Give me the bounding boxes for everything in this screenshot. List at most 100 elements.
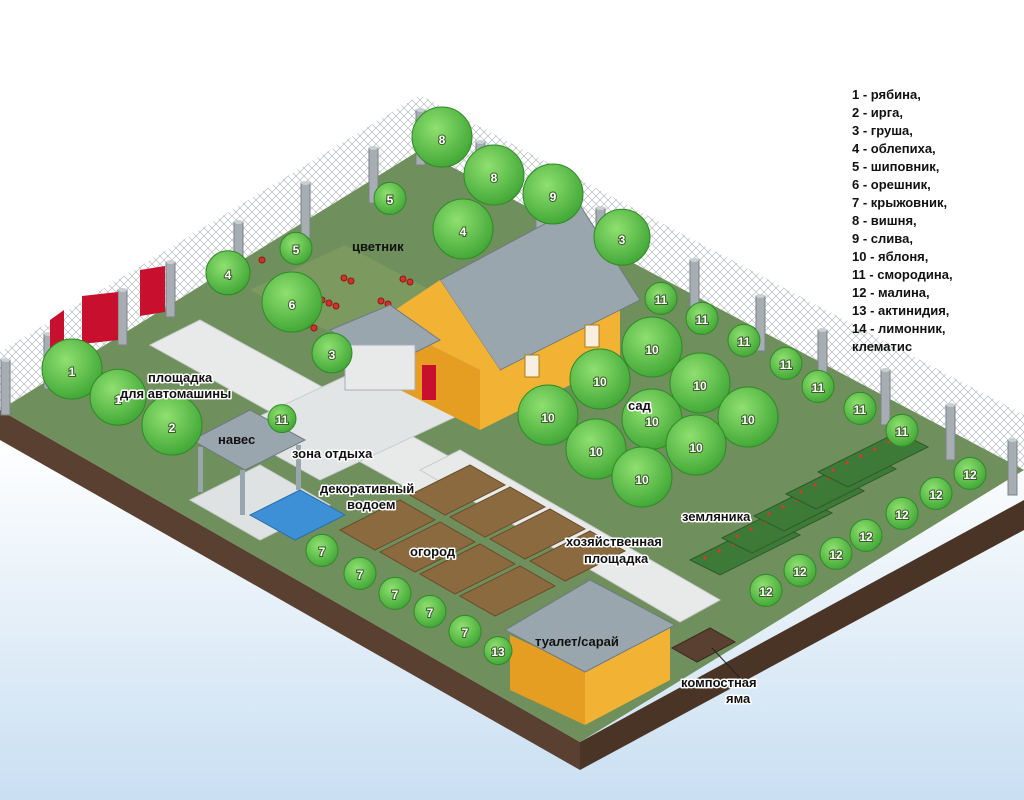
tree-crown [413, 594, 447, 628]
vegetable-bed [418, 543, 517, 595]
strawberry-dot [845, 461, 849, 465]
toilet-shed [503, 579, 677, 725]
canopy-post [198, 447, 203, 492]
tree: 2 [141, 394, 203, 456]
plant-number: 2 [169, 421, 176, 435]
plant-number: 12 [759, 585, 773, 599]
tree-crown [305, 533, 339, 567]
tree-crown [801, 369, 835, 403]
legend-item: 7 - крыжовник, [852, 195, 948, 210]
tree-crown [669, 352, 731, 414]
fence-post [1007, 439, 1018, 496]
fence-post-cap [818, 328, 827, 332]
fence-post [117, 289, 128, 346]
tree: 10 [665, 414, 727, 476]
tree-crown [565, 418, 627, 480]
legend-item: 9 - слива, [852, 231, 913, 246]
flower [258, 256, 266, 264]
tree-crown [432, 198, 494, 260]
legend-item: 1 - рябина, [852, 87, 921, 102]
tree-crown [522, 163, 584, 225]
tree-crown [343, 556, 377, 590]
compost-pointer-line [711, 647, 741, 679]
plant-number: 7 [319, 545, 326, 559]
ground-side-left [0, 410, 580, 770]
tree-crown [267, 404, 297, 434]
label-pond-line1: декоративный [320, 481, 414, 496]
label-flowerbed: цветник [352, 239, 404, 254]
decorative-pond [248, 489, 347, 541]
label-pond-line2: водоем [347, 497, 395, 512]
plant-number: 11 [276, 413, 289, 427]
strawberry-dot [767, 512, 771, 516]
tree: 7 [343, 556, 377, 590]
tree-crown [261, 271, 323, 333]
tree-crown [311, 332, 353, 374]
strawberry-dot [717, 549, 721, 553]
plant-number: 11 [896, 425, 909, 439]
tree-crown [885, 413, 919, 447]
legend-item: 8 - вишня, [852, 213, 917, 228]
fence-post [300, 182, 311, 239]
flower [347, 277, 355, 285]
tree: 8 [411, 106, 473, 168]
plant-number: 8 [491, 171, 498, 185]
fence-post-cap [596, 206, 605, 210]
tree-crown [279, 231, 313, 265]
plant-legend: 1 - рябина, 2 - ирга, 3 - груша, 4 - обл… [852, 86, 953, 356]
vegetable-bed [528, 530, 627, 582]
fence-post [0, 359, 11, 416]
strawberry-dot [703, 556, 707, 560]
plant-number: 9 [550, 190, 557, 204]
tree: 4 [205, 250, 251, 296]
strawberry-dot [735, 534, 739, 538]
legend-item: 4 - облепиха, [852, 141, 936, 156]
tree-crown [717, 386, 779, 448]
tree: 8 [463, 144, 525, 206]
fence-post-cap [756, 294, 765, 298]
label-compost-line1: компостная [681, 675, 757, 690]
plant-number: 12 [929, 488, 943, 502]
tree-crown [463, 144, 525, 206]
plant-number: 7 [392, 588, 399, 602]
tree-crown [769, 346, 803, 380]
strawberry-dot [799, 490, 803, 494]
house [329, 204, 641, 430]
flower [332, 302, 340, 310]
plant-number: 7 [427, 606, 434, 620]
tree: 11 [685, 301, 719, 335]
tree-crown [593, 208, 651, 266]
veranda-glass [344, 344, 416, 391]
strawberry-dot [749, 527, 753, 531]
tree: 11 [267, 404, 297, 434]
tree-crown [141, 394, 203, 456]
ground-side-right [580, 500, 1024, 770]
label-utility-line1: хозяйственная [566, 534, 662, 549]
tree-crown [749, 573, 783, 607]
tree-crown [569, 348, 631, 410]
tree: 3 [311, 332, 353, 374]
tree: 11 [843, 391, 877, 425]
fence-post-cap [369, 146, 378, 150]
tree: 10 [669, 352, 731, 414]
fence-post-cap [301, 181, 310, 185]
tree: 3 [593, 208, 651, 266]
tree-crown [411, 106, 473, 168]
strawberry-dot [781, 505, 785, 509]
plant-number: 11 [696, 313, 709, 327]
plant-number: 5 [293, 243, 300, 257]
flower [340, 274, 348, 282]
tree: 6 [261, 271, 323, 333]
vegetable-bed [488, 508, 587, 560]
plant-number: 3 [619, 233, 626, 247]
shed-wall-front [510, 635, 585, 725]
fence-post [165, 261, 176, 318]
legend-item: 2 - ирга, [852, 105, 903, 120]
legend-item: 5 - шиповник, [852, 159, 940, 174]
legend-item: 12 - малина, [852, 285, 930, 300]
plant-number: 11 [854, 403, 867, 417]
plant-number: 11 [655, 293, 668, 307]
tree: 5 [279, 231, 313, 265]
label-rest-zone: зона отдыха [292, 446, 373, 461]
